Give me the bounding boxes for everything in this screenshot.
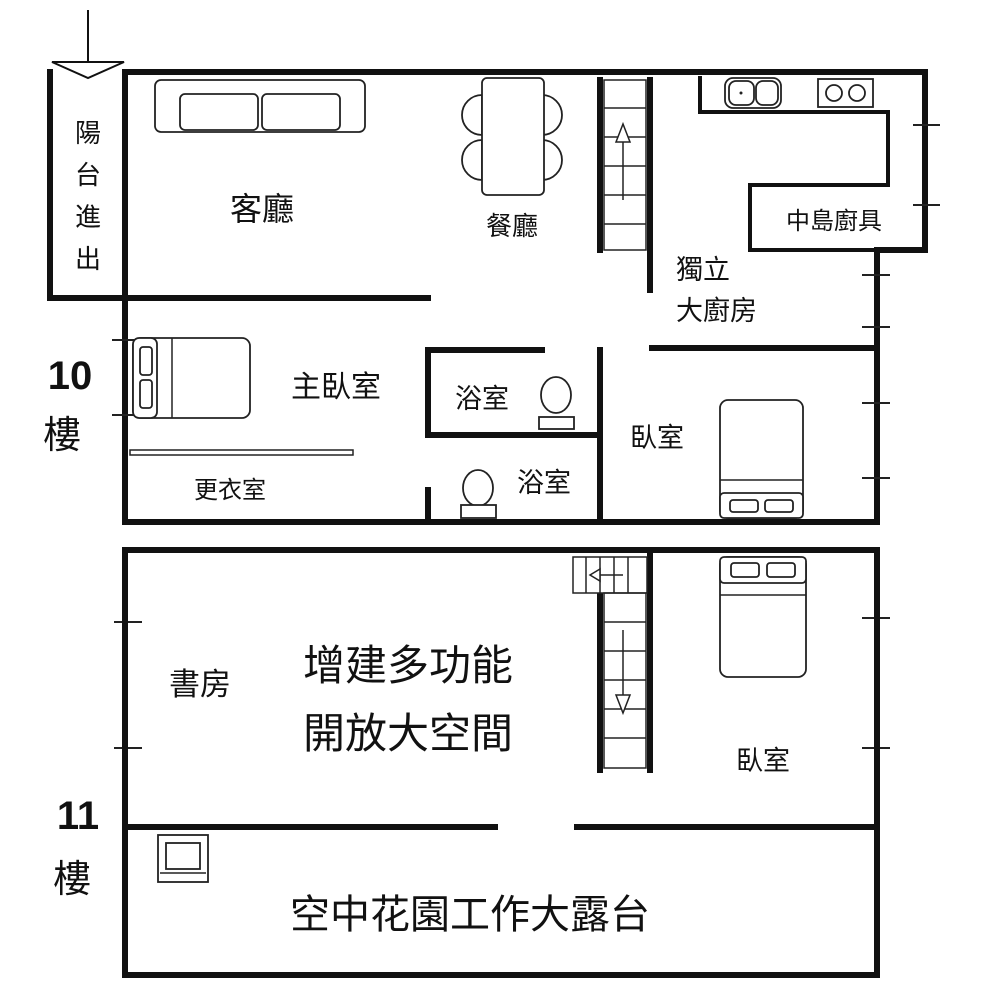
room-label-master: 主臥室 <box>291 370 381 405</box>
room-label-bedroom: 臥室 <box>630 423 684 454</box>
svg-text:進: 進 <box>75 203 101 233</box>
bed-icon <box>719 399 804 519</box>
room-label-closet: 更衣室 <box>194 476 266 504</box>
room-label-bath-2: 浴室 <box>517 468 571 499</box>
bed-icon <box>132 337 251 419</box>
floor-unit-10: 樓 <box>43 413 81 457</box>
sofa-icon <box>154 79 366 133</box>
room-label-kitchen: 獨立 <box>676 255 730 286</box>
toilet-icon <box>538 376 575 430</box>
staircase-up-icon <box>603 79 647 251</box>
room-label-bath-1: 浴室 <box>455 384 509 415</box>
room-label-living: 客廳 <box>230 190 294 228</box>
washing-machine-icon <box>157 834 209 883</box>
floor-10-walls <box>47 69 928 525</box>
sink-icon <box>724 77 782 109</box>
toilet-icon <box>460 469 497 519</box>
room-label-open-space-2: 開放大空間 <box>303 709 513 758</box>
staircase-down-icon <box>572 556 648 769</box>
svg-text:陽: 陽 <box>75 119 101 149</box>
floor-number-10: 10 <box>48 354 93 398</box>
room-label-island: 中島廚具 <box>786 207 882 235</box>
room-label-terrace: 空中花園工作大露台 <box>290 892 650 938</box>
entrance-arrow-icon <box>51 10 125 80</box>
svg-text:出: 出 <box>75 245 101 275</box>
room-label-open-space: 增建多功能 <box>303 641 513 690</box>
floor-unit-11: 樓 <box>53 857 91 901</box>
room-label-bedroom-11: 臥室 <box>736 746 790 777</box>
room-label-study: 書房 <box>169 667 231 703</box>
floor-number-11: 11 <box>57 794 99 838</box>
svg-text:台: 台 <box>75 161 101 191</box>
floor-11-walls <box>122 547 880 978</box>
stove-icon <box>817 78 874 108</box>
dining-table-icon <box>461 77 563 196</box>
balcony-label: 陽 台 進 出 <box>75 119 101 275</box>
room-label-dining: 餐廳 <box>486 212 538 242</box>
room-label-kitchen-2: 大廚房 <box>676 296 757 327</box>
bed-icon <box>719 556 807 678</box>
